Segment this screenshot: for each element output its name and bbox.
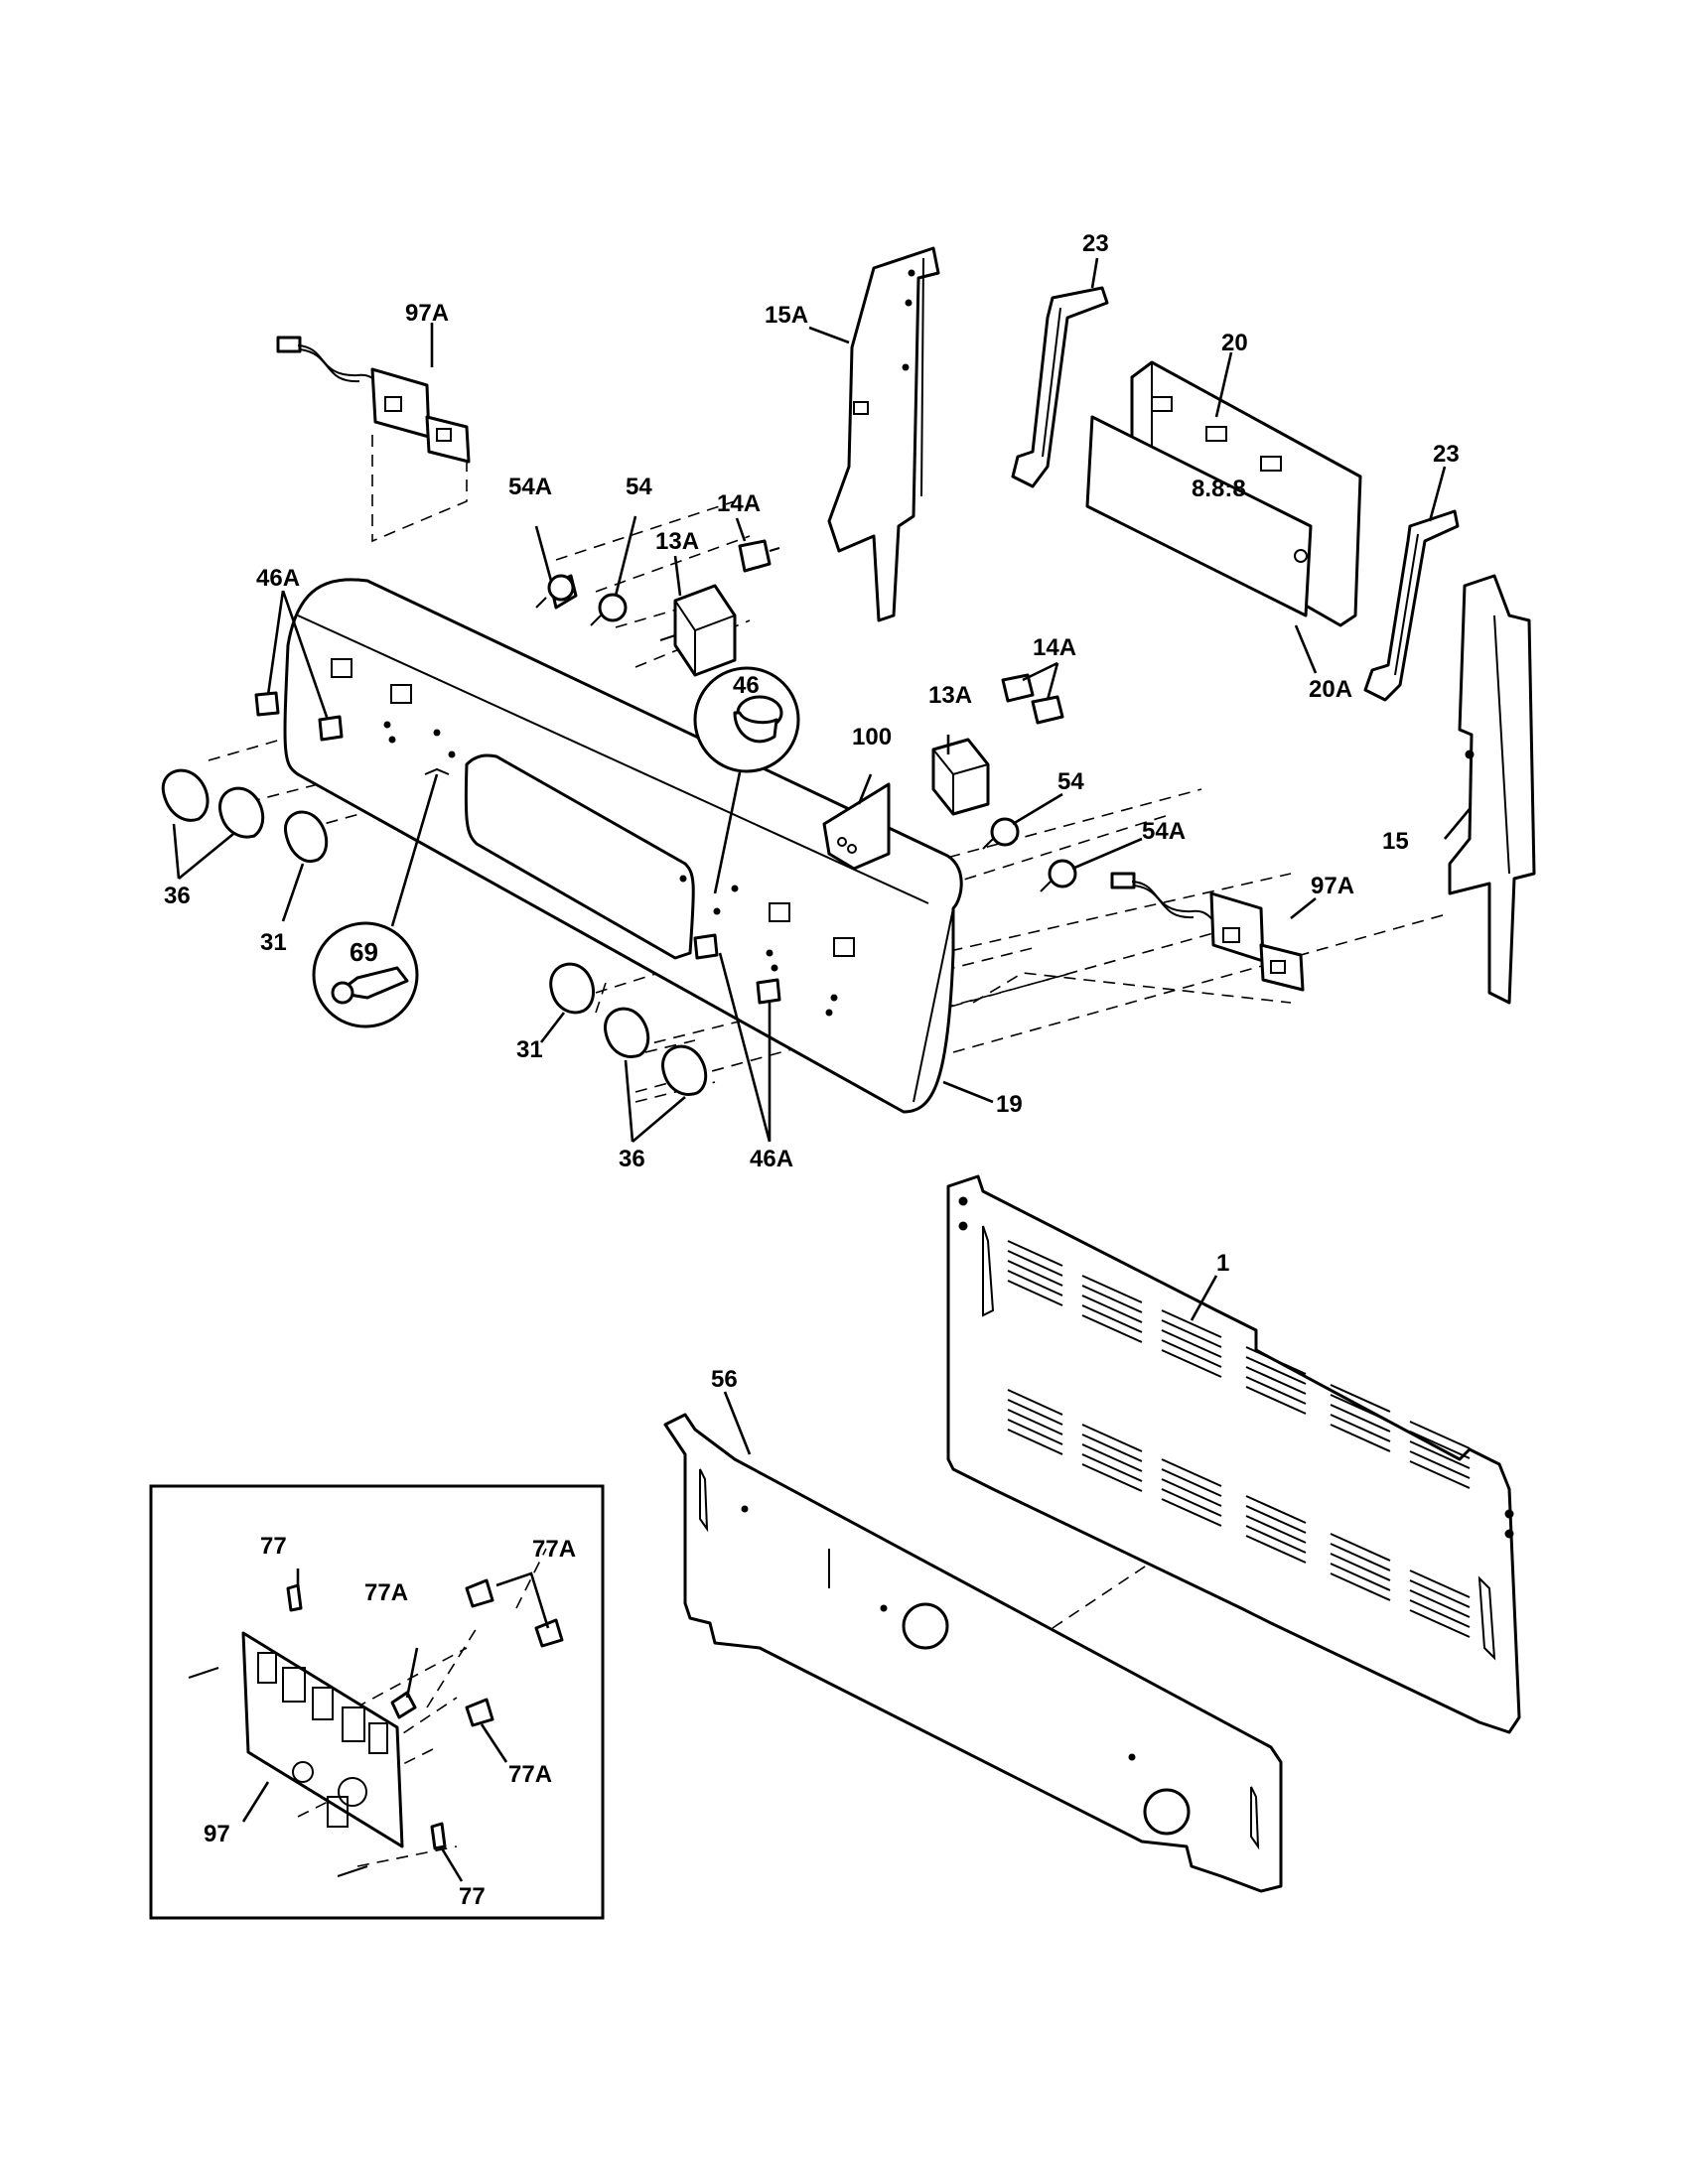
part-1-rear-panel <box>946 1174 1521 1734</box>
part-54-mid <box>982 817 1020 850</box>
label-20: 20 <box>1221 330 1248 356</box>
label-1: 1 <box>1216 1250 1229 1277</box>
part-13A-top <box>659 584 737 677</box>
label-15A: 15A <box>765 302 808 329</box>
part-labels: 97A 15A 23 20 23 54A 54 14A 13A 46A 46 1… <box>164 230 1460 1910</box>
part-46-inset <box>693 666 800 894</box>
label-13A-top: 13A <box>655 528 699 555</box>
part-15-bracket <box>1448 574 1536 1005</box>
label-31-left: 31 <box>260 929 287 956</box>
label-46A-bottom: 46A <box>750 1146 793 1172</box>
label-54A-mid: 54A <box>1142 818 1186 845</box>
label-54A-top: 54A <box>508 474 552 500</box>
label-36-bottom: 36 <box>619 1146 645 1172</box>
label-77A-mid: 77A <box>508 1761 552 1788</box>
label-100: 100 <box>852 724 892 751</box>
part-20-control-board: 8.8:8 <box>1085 360 1362 627</box>
label-14A-right: 14A <box>1033 634 1076 661</box>
label-54-mid: 54 <box>1057 768 1084 795</box>
part-54A-mid <box>1040 859 1077 892</box>
label-23-right: 23 <box>1433 441 1460 468</box>
inset-box <box>149 1484 605 1920</box>
label-46: 46 <box>733 672 760 699</box>
part-14A-top <box>738 539 780 573</box>
svg-text:8.8:8: 8.8:8 <box>1192 476 1246 502</box>
part-97A-right <box>1110 872 1305 992</box>
part-knobs-bottom <box>549 962 708 1096</box>
label-23-top: 23 <box>1082 230 1109 257</box>
label-97A-top: 97A <box>405 300 449 327</box>
part-54A-top <box>535 574 578 610</box>
part-54-top <box>590 593 628 626</box>
part-19-control-panel <box>283 578 963 1114</box>
label-14A-top: 14A <box>717 490 761 517</box>
label-13A-mid: 13A <box>928 682 972 709</box>
part-56-lower-panel <box>663 1413 1283 1893</box>
part-23-top-clip <box>1011 286 1109 488</box>
label-77A-top-left: 77A <box>364 1579 408 1606</box>
leader-lines <box>172 257 1471 1455</box>
part-46A-switches <box>254 691 781 1005</box>
label-77-top: 77 <box>260 1533 287 1560</box>
part-100-bracket <box>822 782 891 871</box>
label-69: 69 <box>350 937 378 967</box>
label-97: 97 <box>204 1821 230 1847</box>
vent-slots <box>1007 1240 1471 1638</box>
label-36-left: 36 <box>164 883 191 909</box>
label-54-top: 54 <box>626 474 652 500</box>
label-31-bottom: 31 <box>516 1036 543 1063</box>
part-knobs-left <box>161 768 329 863</box>
label-77-bottom: 77 <box>459 1883 486 1910</box>
label-56: 56 <box>711 1366 738 1393</box>
part-15A-bracket <box>827 246 940 622</box>
part-97A-top <box>276 336 471 464</box>
part-23-right-clip <box>1363 509 1460 702</box>
part-13A-mid <box>931 738 990 816</box>
label-19: 19 <box>996 1091 1023 1118</box>
label-20A: 20A <box>1309 676 1352 703</box>
part-69-inset <box>312 767 450 1028</box>
label-77A-top-right: 77A <box>532 1536 576 1563</box>
label-97A-right: 97A <box>1311 873 1354 899</box>
label-15: 15 <box>1382 828 1409 855</box>
label-46A-left: 46A <box>256 565 300 592</box>
